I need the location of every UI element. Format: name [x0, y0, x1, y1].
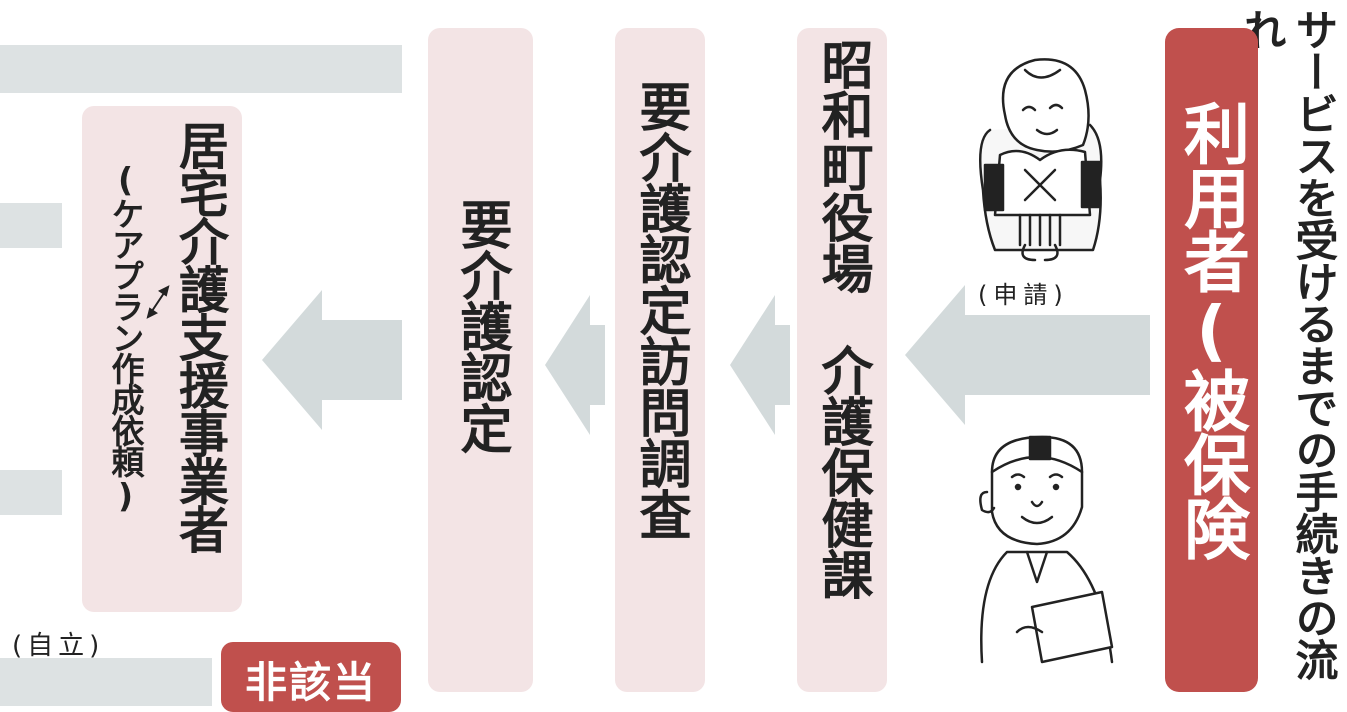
elderly-woman-illustration: [978, 58, 1103, 262]
care-support-sub-label: (ケアプラン作成依頼): [106, 160, 145, 513]
arrow-certification-to-care-support: [262, 290, 402, 430]
certification-label: 要介護認定: [451, 198, 511, 453]
not-applicable-box: [221, 642, 401, 712]
flow-bar-bottom: [0, 658, 212, 706]
flow-bar-upper-mid: [0, 203, 62, 248]
user-box: [1165, 28, 1258, 692]
application-caption: (申請): [978, 281, 1069, 309]
visit-survey-label: 要介護認定訪問調査: [630, 80, 690, 539]
double-arrow-icon: [146, 285, 170, 319]
not-applicable-label: 非該当: [244, 658, 377, 707]
page-title: サービスを受けるまでの手続きの流れ: [1236, 8, 1338, 680]
arrow-user-to-townhall: [905, 285, 1150, 425]
town-hall-label: 昭和町役場 介護保健課: [812, 38, 872, 599]
user-box-label: 利用者(被保険者): [1080, 100, 1250, 559]
care-support-box: [82, 106, 242, 612]
man-with-document-illustration: [979, 435, 1114, 664]
town-hall-box: [797, 28, 887, 692]
certification-box: [428, 28, 533, 692]
flow-bar-lower-mid: [0, 470, 62, 515]
independent-caption: (自立): [12, 631, 105, 661]
visit-survey-box: [615, 28, 705, 692]
care-support-label: 居宅介護支援事業者: [171, 120, 229, 552]
arrow-townhall-to-survey: [730, 295, 790, 435]
flow-bar-top: [0, 45, 402, 93]
arrow-survey-to-certification: [545, 295, 605, 435]
